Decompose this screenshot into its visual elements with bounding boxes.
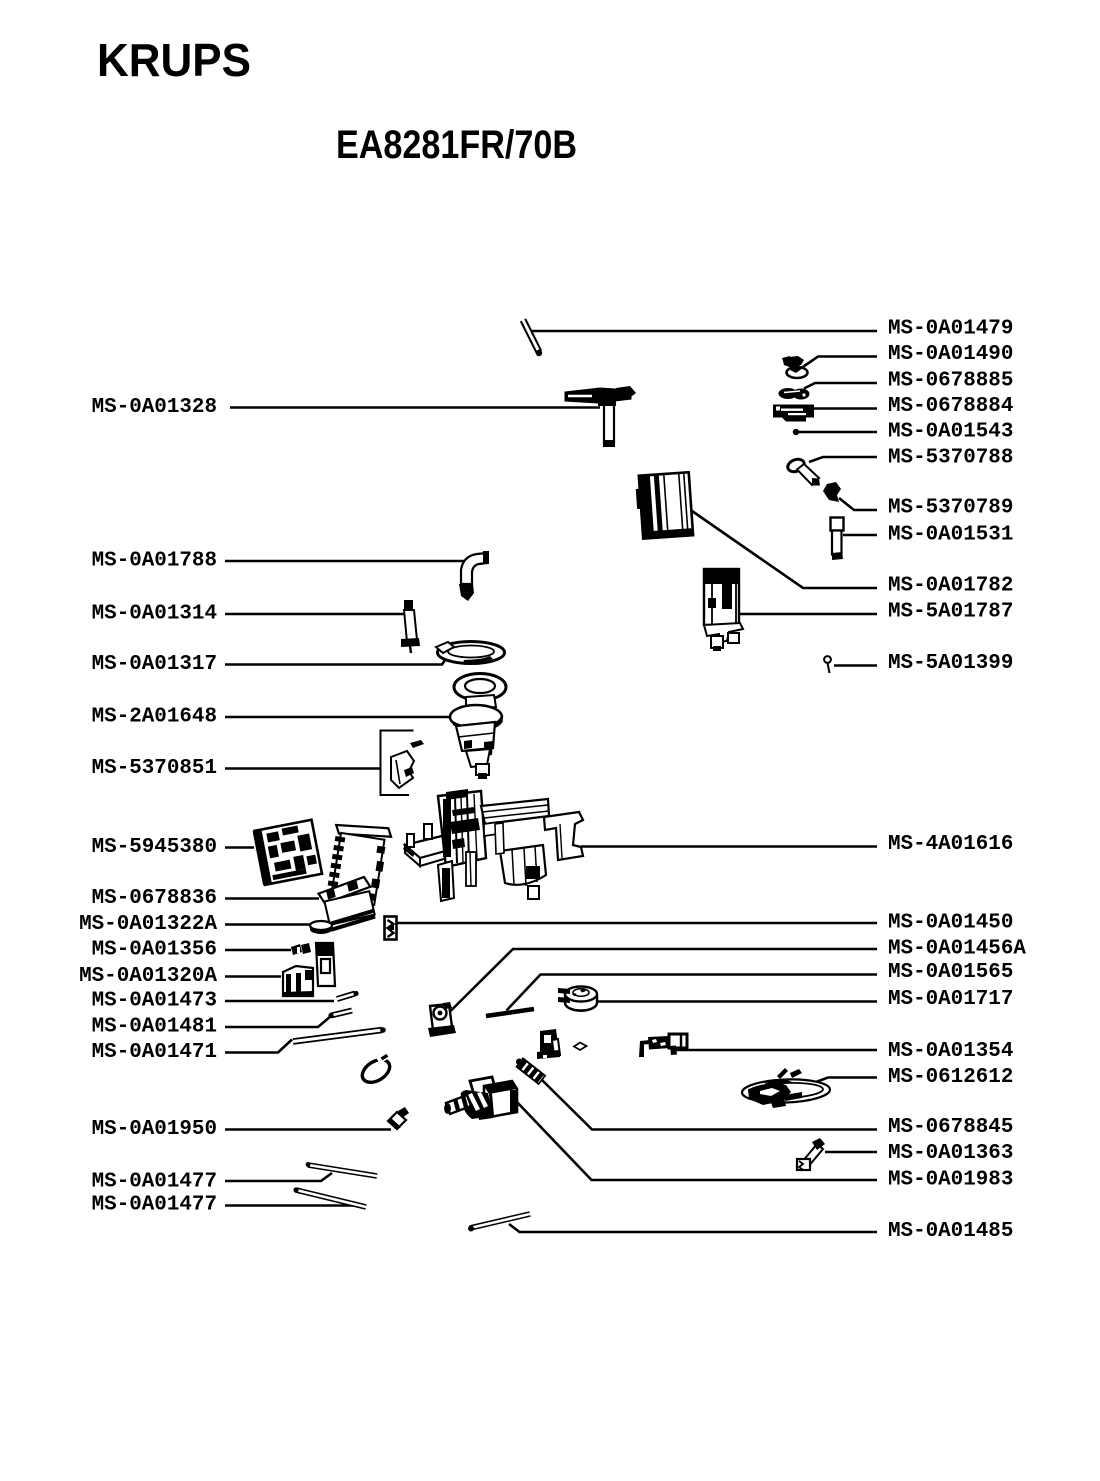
svg-text:MS-0678885: MS-0678885 [888, 370, 1013, 393]
svg-text:MS-0A01485: MS-0A01485 [888, 1220, 1013, 1243]
svg-text:MS-0A01479: MS-0A01479 [888, 318, 1013, 341]
svg-text:MS-0612612: MS-0612612 [888, 1066, 1013, 1089]
svg-text:MS-0A01328: MS-0A01328 [92, 396, 217, 419]
svg-text:MS-0A01950: MS-0A01950 [92, 1118, 217, 1141]
svg-text:MS-0A01481: MS-0A01481 [92, 1016, 217, 1039]
svg-text:MS-0678836: MS-0678836 [92, 887, 217, 910]
svg-text:MS-0A01314: MS-0A01314 [92, 603, 217, 626]
svg-text:MS-5370851: MS-5370851 [92, 757, 217, 780]
svg-text:MS-0A01456A: MS-0A01456A [888, 938, 1026, 961]
svg-text:MS-0A01354: MS-0A01354 [888, 1040, 1013, 1063]
svg-text:MS-0A01717: MS-0A01717 [888, 988, 1013, 1011]
svg-text:MS-5370788: MS-5370788 [888, 447, 1013, 470]
svg-text:MS-0A01565: MS-0A01565 [888, 961, 1013, 984]
svg-text:MS-2A01648: MS-2A01648 [92, 706, 217, 729]
svg-text:MS-5370789: MS-5370789 [888, 497, 1013, 520]
svg-text:MS-0A01317: MS-0A01317 [92, 653, 217, 676]
svg-text:MS-0A01356: MS-0A01356 [92, 939, 217, 962]
svg-text:MS-5945380: MS-5945380 [92, 836, 217, 859]
svg-text:MS-0A01543: MS-0A01543 [888, 421, 1013, 444]
svg-text:MS-0A01450: MS-0A01450 [888, 912, 1013, 935]
svg-text:MS-0A01788: MS-0A01788 [92, 550, 217, 573]
svg-text:KRUPS: KRUPS [97, 34, 251, 86]
svg-text:MS-5A01399: MS-5A01399 [888, 652, 1013, 675]
svg-text:MS-0A01471: MS-0A01471 [92, 1041, 217, 1064]
svg-text:MS-0A01363: MS-0A01363 [888, 1142, 1013, 1165]
svg-text:MS-0678845: MS-0678845 [888, 1116, 1013, 1139]
svg-text:MS-4A01616: MS-4A01616 [888, 833, 1013, 856]
svg-text:MS-0A01320A: MS-0A01320A [79, 965, 217, 988]
svg-text:MS-0678884: MS-0678884 [888, 395, 1013, 418]
svg-text:MS-0A01782: MS-0A01782 [888, 575, 1013, 598]
svg-text:EA8281FR/70B: EA8281FR/70B [336, 123, 577, 167]
svg-text:MS-0A01477: MS-0A01477 [92, 1194, 217, 1217]
svg-text:MS-0A01477: MS-0A01477 [92, 1171, 217, 1194]
svg-text:MS-5A01787: MS-5A01787 [888, 601, 1013, 624]
svg-text:MS-0A01983: MS-0A01983 [888, 1169, 1013, 1192]
svg-text:MS-0A01322A: MS-0A01322A [79, 913, 217, 936]
svg-text:MS-0A01531: MS-0A01531 [888, 524, 1013, 547]
svg-text:MS-0A01490: MS-0A01490 [888, 343, 1013, 366]
svg-text:MS-0A01473: MS-0A01473 [92, 990, 217, 1013]
